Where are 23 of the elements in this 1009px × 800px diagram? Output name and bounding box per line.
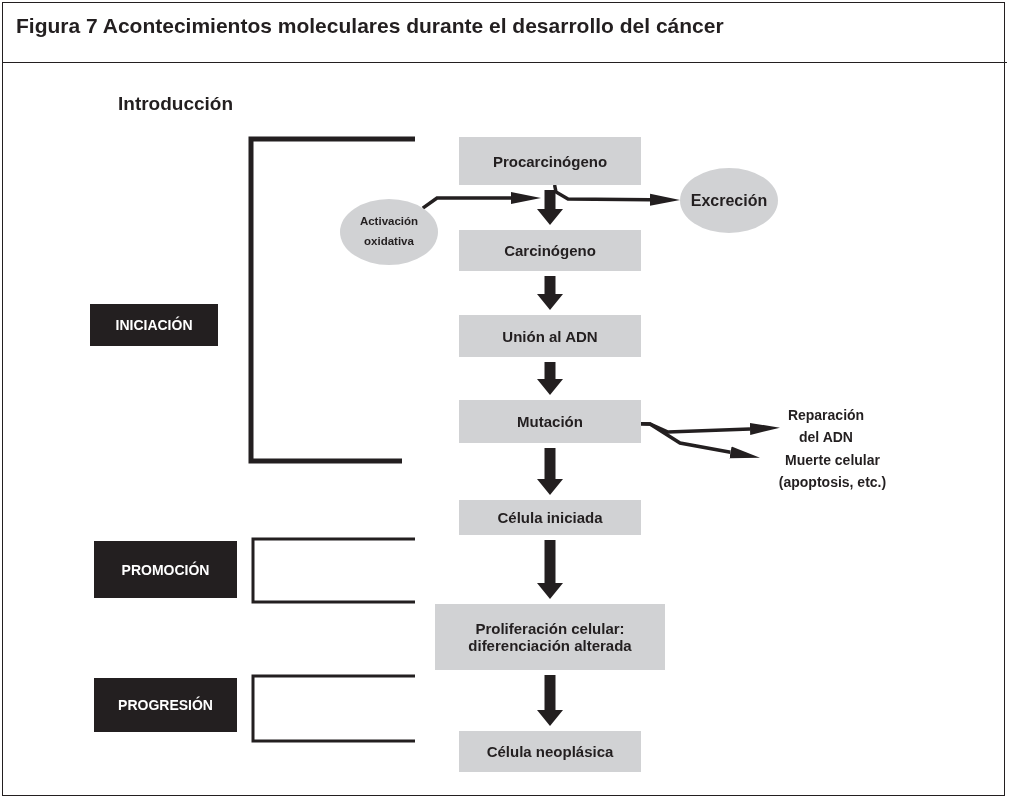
arrow — [537, 540, 563, 599]
process-box: Unión al ADN — [459, 315, 641, 357]
process-box: Célula iniciada — [459, 500, 641, 535]
ellipse-node: Excreción — [680, 168, 778, 233]
process-box: Célula neoplásica — [459, 731, 641, 772]
arrow — [537, 448, 563, 495]
process-box: Proliferación celular: diferenciación alterada — [435, 604, 665, 670]
process-box: Mutación — [459, 400, 641, 443]
figure-title: Figura 7 Acontecimientos moleculares durante el desarrollo del cáncer — [16, 14, 724, 38]
stage-label: PROMOCIÓN — [94, 541, 237, 598]
arrow — [552, 184, 680, 206]
stage-label: INICIACIÓN — [90, 304, 218, 346]
arrow — [537, 190, 563, 225]
ellipse-node: Activación oxidativa — [340, 199, 438, 265]
arrow — [537, 362, 563, 395]
process-box: Procarcinógeno — [459, 137, 641, 185]
stage-label: PROGRESIÓN — [94, 678, 237, 732]
arrow — [640, 422, 760, 459]
section-heading: Introducción — [118, 93, 234, 115]
arrow — [537, 276, 563, 310]
process-box: Carcinógeno — [459, 230, 641, 271]
arrow — [421, 192, 541, 210]
arrow — [537, 675, 563, 726]
